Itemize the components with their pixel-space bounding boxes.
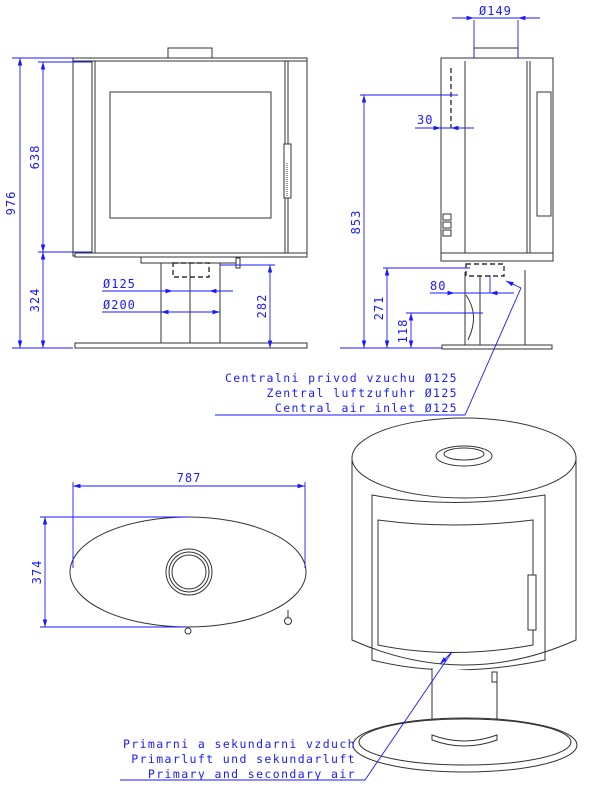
dim-flue-height: 853 — [349, 210, 363, 235]
dim-width: 787 — [177, 471, 202, 485]
central-air-label-en: Central air inlet Ø125 — [275, 401, 458, 415]
central-air-callout: Centralni privod vzuchu Ø125 Zentral luf… — [215, 280, 522, 416]
dim-inlet-height: 282 — [255, 294, 269, 319]
perspective-glass — [377, 519, 534, 653]
front-glass — [109, 91, 272, 219]
dim-flue-diameter: Ø149 — [479, 4, 512, 18]
dim-total-height: 976 — [4, 191, 18, 216]
dim-side-stand-height: 271 — [372, 296, 386, 321]
primary-air-callout: Primarni a sekundarni vzduch Primarluft … — [120, 651, 453, 781]
perspective-handle — [527, 574, 537, 631]
perspective-view — [351, 417, 578, 773]
dim-inlet-diameter: Ø125 — [103, 277, 136, 291]
top-view: 787 374 — [30, 471, 307, 635]
primary-air-label-en: Primary and secondary air — [148, 767, 356, 781]
primary-air-label-cz: Primarni a sekundarni vzduch — [123, 737, 356, 751]
primary-air-label-de: Primarluft und sekundarluft — [131, 752, 356, 766]
dim-inlet-center-height: 118 — [396, 319, 410, 344]
central-air-label-cz: Centralni privod vzuchu Ø125 — [225, 371, 458, 385]
dim-flue-offset: 30 — [417, 113, 433, 127]
dim-stand-height: 324 — [28, 288, 42, 313]
dim-body-height: 638 — [28, 145, 42, 170]
dim-depth: 374 — [30, 560, 44, 585]
central-air-label-de: Zentral luftzufuhr Ø125 — [267, 386, 458, 400]
front-view: 976 638 324 282 Ø125 Ø200 — [4, 47, 308, 349]
dim-inlet-offset: 80 — [430, 279, 446, 293]
dim-column-diameter: Ø200 — [103, 298, 136, 312]
side-view: Ø149 853 30 271 80 118 — [340, 4, 554, 350]
